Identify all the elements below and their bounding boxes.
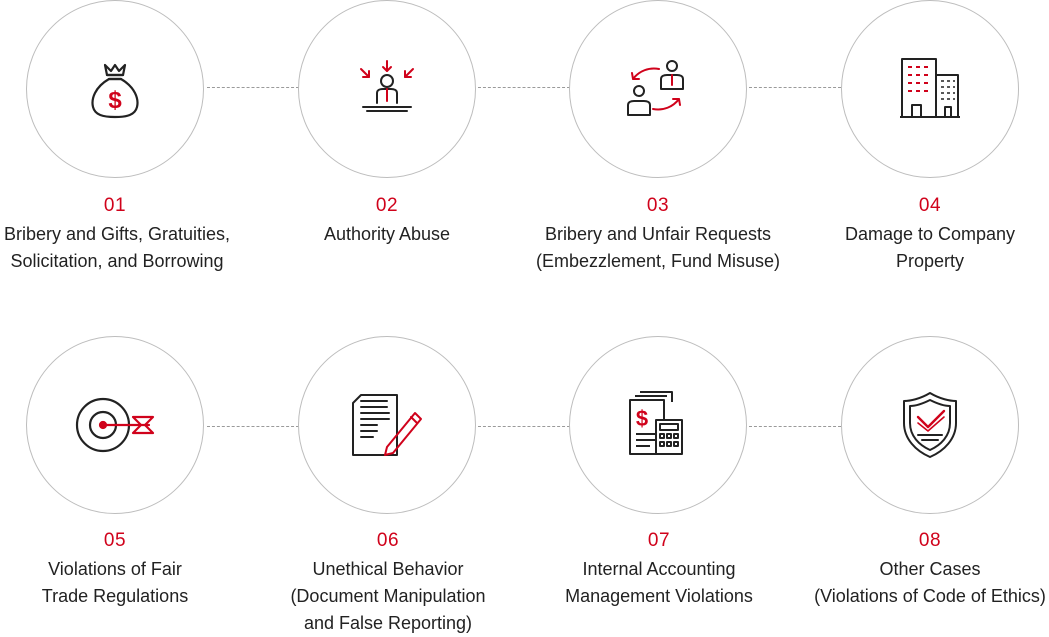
connector-line [749,87,841,88]
item-number: 03 [646,195,670,216]
svg-text:$: $ [636,406,648,431]
icon-circle [26,336,204,514]
item-number: 05 [103,530,127,551]
label-line: Internal Accounting [582,559,736,579]
label-line: (Document Manipulation [290,586,486,606]
label-line: Bribery and Unfair Requests [544,224,772,244]
svg-text:$: $ [108,87,122,114]
label-line: Authority Abuse [323,224,451,244]
icon-circle: $ [569,336,747,514]
item-label: Authority Abuse [252,221,522,248]
label-line: Other Cases [879,559,981,579]
target-arrow-icon [75,397,155,453]
item-label: Bribery and Gifts, Gratuities, Solicitat… [0,221,252,275]
item-number: 01 [103,195,127,216]
item-label: Other Cases (Violations of Code of Ethic… [795,556,1049,610]
connector-line [478,426,570,427]
item-number: 02 [375,195,399,216]
authority-abuse-icon [360,60,414,112]
label-line: and False Reporting) [303,613,473,633]
icon-circle [298,0,476,178]
item-label: Bribery and Unfair Requests (Embezzlemen… [523,221,793,275]
item-number: 06 [376,530,400,551]
connector-line [207,426,299,427]
label-line: Trade Regulations [41,586,189,606]
item-label: Violations of Fair Trade Regulations [0,556,250,610]
label-line: Solicitation, and Borrowing [10,251,224,271]
shield-check-icon [903,392,957,458]
item-number: 04 [918,195,942,216]
icon-circle [569,0,747,178]
document-pen-icon [352,394,422,456]
item-label: Internal Accounting Management Violation… [524,556,794,610]
label-line: Bribery and Gifts, Gratuities, [3,224,231,244]
label-line: Management Violations [565,586,753,606]
connector-line [207,87,299,88]
item-label: Unethical Behavior (Document Manipulatio… [253,556,523,637]
connector-line [478,87,570,88]
money-bag-icon: $ [91,63,139,119]
item-number: 08 [918,530,942,551]
label-line: Violations of Fair [48,559,182,579]
item-label: Damage to Company Property [795,221,1049,275]
accounting-calculator-icon: $ [629,391,683,455]
icon-circle [298,336,476,514]
label-line: (Embezzlement, Fund Misuse) [535,251,781,271]
connector-line [749,426,841,427]
exchange-people-icon [627,60,684,116]
label-line: Unethical Behavior [312,559,464,579]
label-line: (Violations of Code of Ethics) [814,586,1046,606]
icon-circle [841,336,1019,514]
item-number: 07 [647,530,671,551]
icon-circle [841,0,1019,178]
label-line: Property [895,251,965,271]
buildings-icon [900,58,960,118]
label-line: Damage to Company [844,224,1016,244]
icon-circle: $ [26,0,204,178]
